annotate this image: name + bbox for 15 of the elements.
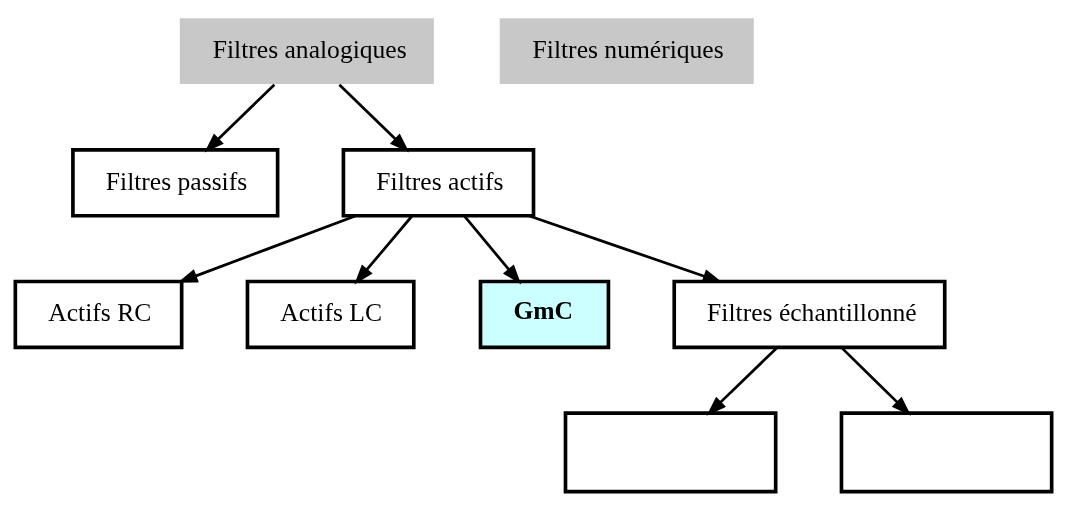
arrow — [354, 214, 413, 284]
node-box — [563, 410, 778, 493]
arrow — [338, 83, 410, 153]
node-box: GmC — [478, 279, 611, 349]
node-box: Actifs LC — [245, 279, 416, 349]
node-box: Filtres échantillonné — [672, 279, 947, 349]
node-box: Filtres analogiques — [179, 17, 434, 84]
node-box: Actifs RC — [13, 279, 184, 349]
arrow — [528, 213, 723, 283]
node-box: Filtres numériques — [499, 17, 754, 84]
arrow — [463, 214, 522, 284]
arrow — [204, 83, 276, 153]
node-box: Filtres passifs — [71, 147, 280, 218]
node-box: Filtres actifs — [341, 147, 536, 218]
node-box — [839, 410, 1054, 493]
